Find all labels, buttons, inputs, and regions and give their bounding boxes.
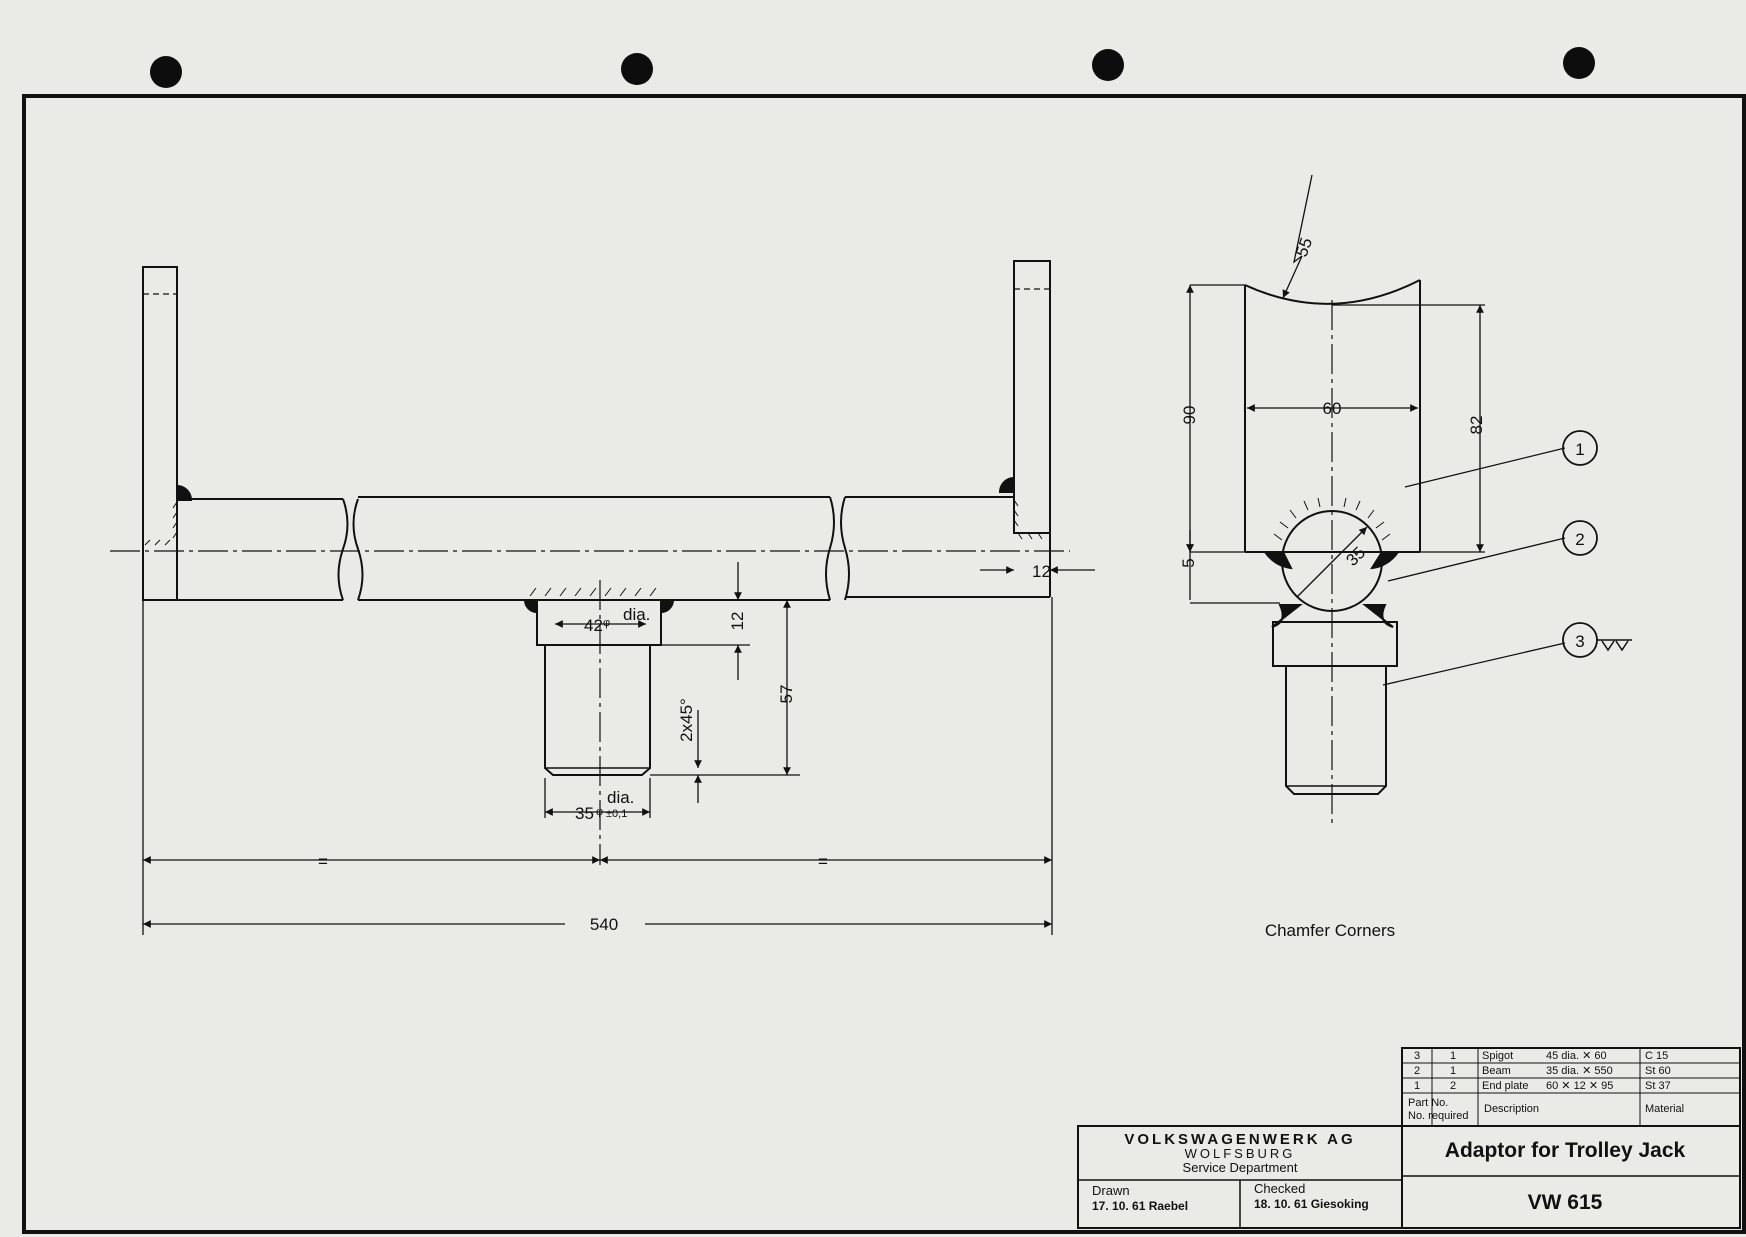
row3-desc: End plate	[1482, 1080, 1528, 1092]
beam-left	[143, 498, 343, 601]
header-no-required: No. required	[1408, 1110, 1469, 1122]
dim-chamfer: 2x45°	[677, 698, 696, 742]
dim-42-unit: dia.	[623, 605, 650, 624]
front-dimensions	[142, 562, 1095, 935]
beam-right	[845, 496, 1051, 598]
row2-part: 2	[1414, 1065, 1420, 1077]
balloon-3-label: 3	[1575, 632, 1584, 651]
chamfer-note: Chamfer Corners	[1265, 921, 1395, 940]
phi-symbol-42: φ	[603, 617, 610, 629]
dim-12-collar: 12	[728, 612, 747, 631]
dim-equal-right: =	[818, 852, 828, 871]
company-city: WOLFSBURG	[1185, 1146, 1296, 1161]
row3-part: 1	[1414, 1080, 1420, 1092]
drawn-label: Drawn	[1092, 1183, 1130, 1198]
balloon-1-label: 1	[1575, 440, 1584, 459]
spigot-shaft	[544, 645, 651, 776]
dim-equal-left: =	[318, 852, 328, 871]
header-part-no: Part No.	[1408, 1097, 1448, 1109]
dim-35: 35	[575, 804, 594, 823]
department: Service Department	[1183, 1160, 1298, 1175]
row2-qty: 1	[1450, 1065, 1456, 1077]
dim-35-unit: dia.	[607, 788, 634, 807]
dim-82: 82	[1467, 416, 1486, 435]
dim-540: 540	[590, 915, 618, 934]
row1-size: 45 dia. ✕ 60	[1546, 1050, 1607, 1062]
row1-material: C 15	[1645, 1050, 1668, 1062]
dim-42: 42	[584, 616, 603, 635]
punch-holes	[150, 47, 1595, 88]
row3-material: St 37	[1645, 1080, 1671, 1092]
side-view	[1244, 279, 1421, 828]
dim-90: 90	[1180, 406, 1199, 425]
right-end-plate	[1013, 260, 1051, 534]
drawing-title: Adaptor for Trolley Jack	[1445, 1139, 1686, 1162]
row3-size: 60 ✕ 12 ✕ 95	[1546, 1080, 1613, 1092]
header-material: Material	[1645, 1103, 1684, 1115]
row1-desc: Spigot	[1482, 1050, 1513, 1062]
row3-qty: 2	[1450, 1080, 1456, 1092]
parts-list: 3 1 Spigot 45 dia. ✕ 60 C 15 2 1 Beam 35…	[1401, 1047, 1741, 1127]
dim-5: 5	[1179, 558, 1198, 567]
front-view	[110, 260, 1070, 865]
row2-size: 35 dia. ✕ 550	[1546, 1065, 1613, 1077]
checked-value: 18. 10. 61 Giesoking	[1254, 1197, 1369, 1211]
title-block: VOLKSWAGENWERK AG WOLFSBURG Service Depa…	[1077, 1125, 1741, 1229]
company-name: VOLKSWAGENWERK AG	[1124, 1131, 1355, 1148]
row1-part: 3	[1414, 1050, 1420, 1062]
header-description: Description	[1484, 1103, 1539, 1115]
drawing-number: VW 615	[1528, 1191, 1603, 1214]
checked-label: Checked	[1254, 1181, 1305, 1196]
dim-12-plate: 12	[1032, 562, 1051, 581]
phi-symbol-35: φ	[596, 806, 603, 818]
dim-57: 57	[777, 685, 796, 704]
side-dimensions	[1186, 174, 1566, 686]
row1-qty: 1	[1450, 1050, 1456, 1062]
row2-material: St 60	[1645, 1065, 1671, 1077]
drawn-value: 17. 10. 61 Raebel	[1092, 1199, 1188, 1213]
spigot-collar-side	[1272, 621, 1398, 667]
drawing-frame	[22, 94, 1746, 1234]
dim-60: 60	[1323, 399, 1342, 418]
balloon-2-label: 2	[1575, 530, 1584, 549]
spigot-collar	[536, 599, 662, 646]
row2-desc: Beam	[1482, 1065, 1511, 1077]
dim-35-tolerance: ±0,1	[606, 808, 627, 820]
balloons	[1562, 430, 1632, 658]
